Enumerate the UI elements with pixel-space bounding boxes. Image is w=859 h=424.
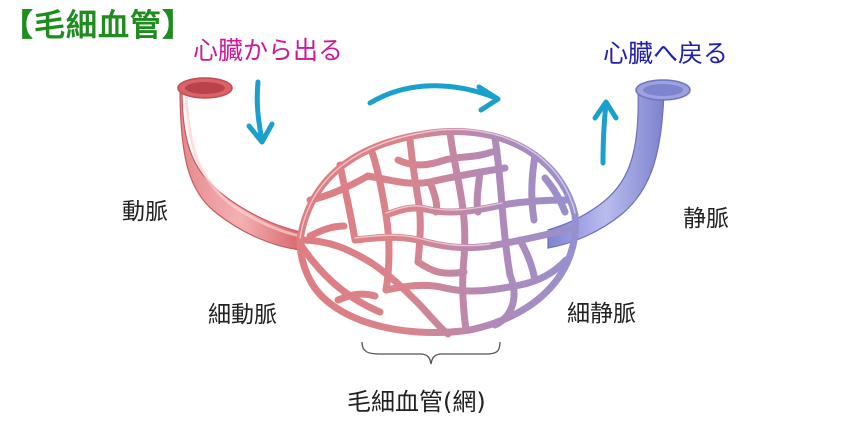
artery-vessel <box>177 77 301 251</box>
venule-label: 細静脈 <box>567 301 636 327</box>
vein-vessel <box>547 79 691 249</box>
artery-label: 動脈 <box>122 199 168 225</box>
arteriole-label: 細動脈 <box>208 302 277 328</box>
capillary-label: 毛細血管(網) <box>347 388 486 416</box>
from-heart-label: 心臓から出る <box>193 36 344 65</box>
vein-label: 静脈 <box>683 206 729 232</box>
page-title: 【毛細血管】 <box>2 8 194 44</box>
arrow-up-icon <box>592 99 619 166</box>
arrow-down-icon <box>246 79 275 145</box>
capillary-network <box>296 127 579 338</box>
to-heart-label: 心臓へ戻る <box>603 39 729 68</box>
arrow-right-icon <box>367 83 501 113</box>
capillary-brace <box>361 341 501 365</box>
